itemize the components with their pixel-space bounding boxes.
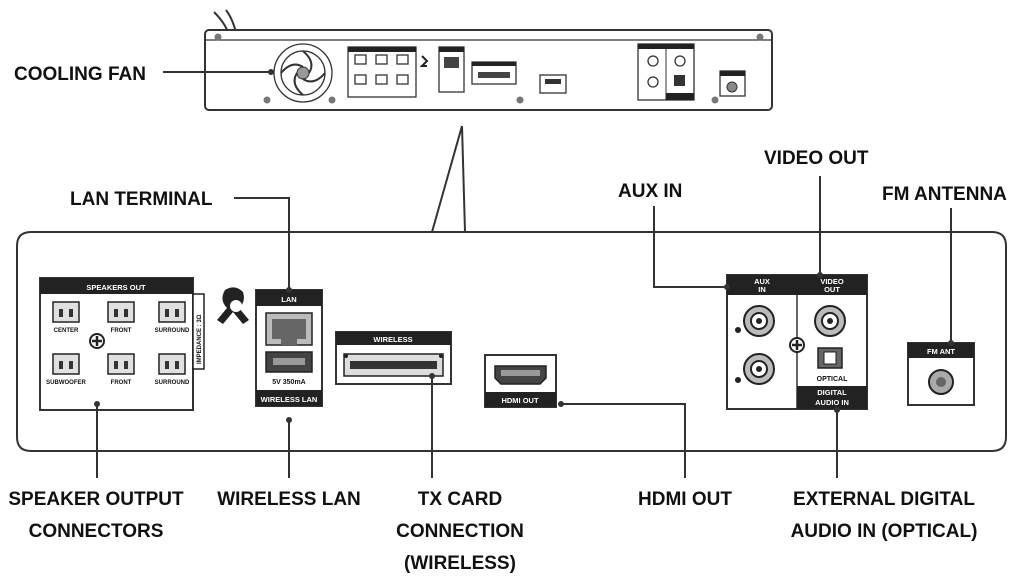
fm-ant-panel-label: FM ANT: [927, 347, 955, 356]
screw-icon: [711, 96, 719, 104]
speaker-terminal: SURROUND: [155, 353, 190, 386]
optical-label: OPTICAL: [817, 376, 848, 383]
speaker-terminal: SUBWOOFER: [46, 353, 86, 386]
speaker-terminal-label: FRONT: [111, 328, 132, 334]
fm-ant-block: FM ANT: [907, 342, 975, 406]
external-digital-callout-1: EXTERNAL DIGITAL: [793, 489, 975, 510]
speaker-terminal: CENTER: [52, 301, 80, 334]
wireless-slot-label: WIRELESS: [373, 335, 412, 344]
lan-terminal-callout: LAN TERMINAL: [70, 189, 213, 210]
unit-rear-view: [204, 9, 773, 111]
cable-clamp-icon: [217, 287, 249, 324]
speaker-terminal: FRONT: [107, 301, 135, 334]
video-out-label-1: VIDEO: [820, 277, 844, 286]
aux-in-label-1: AUX: [754, 277, 770, 286]
digital-audio-label-1: DIGITAL: [817, 388, 847, 397]
digital-audio-label-2: AUDIO IN: [815, 398, 849, 407]
fm-antenna-callout: FM ANTENNA: [882, 184, 1007, 205]
leader-lines: [94, 69, 954, 478]
speaker-output-callout-1: SPEAKER OUTPUT: [8, 489, 184, 510]
speakers-out-block: SPEAKERS OUT CENTER FRONT SURROUND SUBWOOFE…: [39, 277, 205, 411]
speaker-terminal: SURROUND: [155, 301, 190, 334]
aux-in-callout: AUX IN: [618, 181, 682, 202]
wireless-lan-panel-label: WIRELESS LAN: [261, 395, 318, 404]
aux-in-label-2: IN: [758, 285, 766, 294]
cooling-fan-icon: [273, 43, 333, 103]
unit-lan-port: [438, 46, 465, 93]
screw-icon: [756, 33, 764, 41]
speakers-out-label: SPEAKERS OUT: [86, 283, 146, 292]
screw-icon: [328, 96, 336, 104]
tx-card-callout-3: (WIRELESS): [404, 553, 516, 574]
video-out-label-2: OUT: [824, 285, 840, 294]
av-block: AUX IN VIDEO OUT OPTICAL DIGITAL AUDIO I…: [726, 274, 868, 410]
speaker-terminal: FRONT: [107, 353, 135, 386]
screw-icon: [214, 33, 222, 41]
external-digital-callout-2: AUDIO IN (OPTICAL): [791, 521, 978, 542]
speaker-terminal-label: CENTER: [54, 328, 79, 334]
speaker-terminal-label: SUBWOOFER: [46, 380, 86, 386]
video-out-callout: VIDEO OUT: [764, 148, 869, 169]
lan-label: LAN: [281, 295, 296, 304]
speaker-terminal-label: FRONT: [111, 380, 132, 386]
tx-card-callout-2: CONNECTION: [396, 521, 524, 542]
wireless-lan-callout: WIRELESS LAN: [217, 489, 361, 510]
speaker-terminal-label: SURROUND: [155, 380, 190, 386]
impedance-label: IMPEDANCE : 3Ω: [197, 314, 203, 364]
callout-labels: COOLING FAN LAN TERMINAL AUX IN VIDEO OU…: [8, 64, 1007, 574]
cooling-fan-callout: COOLING FAN: [14, 64, 146, 85]
screw-icon: [516, 96, 524, 104]
lan-block: LAN 5V 350mA WIRELESS LAN: [255, 289, 323, 407]
zoom-lines: [431, 125, 466, 233]
speaker-terminal-label: SURROUND: [155, 328, 190, 334]
power-rating-label: 5V 350mA: [272, 379, 305, 386]
hdmi-out-callout: HDMI OUT: [638, 489, 732, 510]
impedance-strip: [192, 293, 205, 370]
speaker-output-callout-2: CONNECTORS: [29, 521, 164, 542]
screw-icon: [263, 96, 271, 104]
tx-card-callout-1: TX CARD: [418, 489, 502, 510]
hdmi-out-block: HDMI OUT: [484, 354, 557, 408]
hdmi-out-panel-label: HDMI OUT: [501, 396, 538, 405]
